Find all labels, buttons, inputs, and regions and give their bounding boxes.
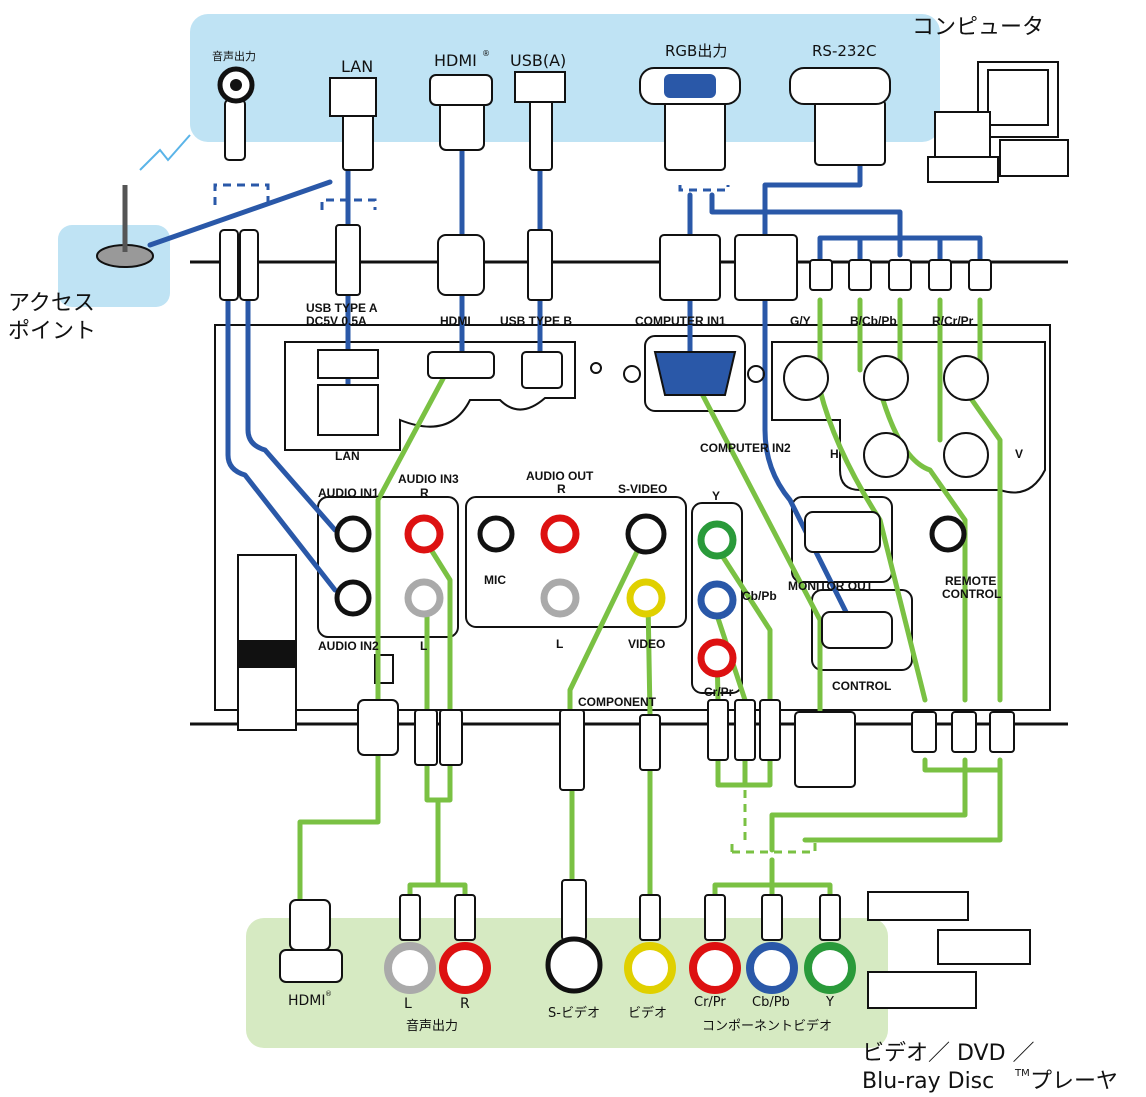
label-monitor-out: MONITOR OUT	[788, 579, 874, 593]
label-component: COMPONENT	[578, 695, 657, 709]
label-dc5v: DC5V 0.5A	[306, 314, 367, 328]
label-audio-out-l: L	[556, 637, 563, 651]
player-caption-line2a: Blu-ray Disc	[862, 1069, 994, 1094]
player-label-cb-pb: Cb/Pb	[752, 995, 790, 1010]
label-audio-out: AUDIO OUT	[526, 469, 594, 483]
computer-ports	[217, 66, 891, 117]
label-computer-in2: COMPUTER IN2	[700, 441, 791, 455]
access-point-label-1: アクセス	[8, 291, 95, 316]
label-r-cr-pr: R/Cr/Pr	[932, 314, 974, 328]
label-mic: MIC	[484, 573, 506, 587]
label-b-cb-pb: B/Cb/Pb	[850, 314, 897, 328]
player-label-hdmi-mark: ®	[325, 990, 332, 998]
label-y: Y	[712, 489, 720, 503]
player-label-r: R	[460, 996, 470, 1012]
label-remote: REMOTE	[945, 574, 996, 588]
computer-icon	[927, 61, 1069, 183]
label-audio-in2: AUDIO IN2	[318, 639, 379, 653]
player-caption-tm: TM	[1014, 1068, 1030, 1079]
label-hdmi: HDMI	[440, 314, 471, 328]
label-usb-type-b: USB TYPE B	[500, 314, 572, 328]
player-label-l: L	[404, 996, 412, 1012]
player-label-cr-pr: Cr/Pr	[694, 995, 726, 1010]
player-label-hdmi: HDMI	[288, 993, 326, 1009]
label-s-video: S-VIDEO	[618, 482, 667, 496]
plug-connectors	[219, 99, 1015, 951]
label-cb-pb: Cb/Pb	[742, 589, 777, 603]
player-label-audio-out: 音声出力	[406, 1018, 458, 1034]
label-audio-in1: AUDIO IN1	[318, 486, 379, 500]
player-devices-icon	[867, 891, 1031, 1009]
player-jacks	[279, 936, 856, 994]
label-control: CONTROL	[832, 679, 891, 693]
port-label-hdmi-mark: ®	[482, 49, 490, 58]
label-h: H	[830, 447, 839, 461]
player-label-s-video: S-ビデオ	[548, 1005, 600, 1021]
player-caption-line1: ビデオ／ DVD ／	[862, 1041, 1035, 1066]
label-audio-out-r: R	[557, 482, 566, 496]
projector-ports	[317, 349, 989, 678]
label-audio-in3: AUDIO IN3	[398, 472, 459, 486]
player-caption-line2b: プレーヤ	[1030, 1069, 1118, 1094]
access-point-label-2: ポイント	[8, 319, 96, 344]
access-point-icon	[96, 134, 191, 268]
label-audio-in3-l: L	[420, 639, 427, 653]
label-usb-type-a: USB TYPE A	[306, 301, 378, 315]
port-label-rgb-out: RGB出力	[665, 42, 727, 60]
port-label-audio-out: 音声出力	[212, 49, 256, 63]
label-computer-in1: COMPUTER IN1	[635, 314, 726, 328]
player-label-video: ビデオ	[628, 1005, 667, 1021]
port-label-lan: LAN	[341, 57, 373, 76]
port-label-rs232c: RS-232C	[812, 42, 876, 60]
label-lan: LAN	[335, 449, 360, 463]
player-label-y: Y	[825, 995, 834, 1010]
label-cr-pr: Cr/Pr	[704, 685, 734, 699]
label-g-y: G/Y	[790, 314, 811, 328]
port-label-usb-a: USB(A)	[510, 51, 566, 70]
port-label-hdmi: HDMI	[434, 51, 477, 70]
label-video: VIDEO	[628, 637, 665, 651]
label-remote-control: CONTROL	[942, 587, 1001, 601]
computer-panel-title: コンピュータ	[912, 15, 1044, 40]
label-audio-in3-r: R	[420, 486, 429, 500]
player-label-component-video: コンポーネントビデオ	[702, 1018, 832, 1034]
label-v: V	[1015, 447, 1023, 461]
